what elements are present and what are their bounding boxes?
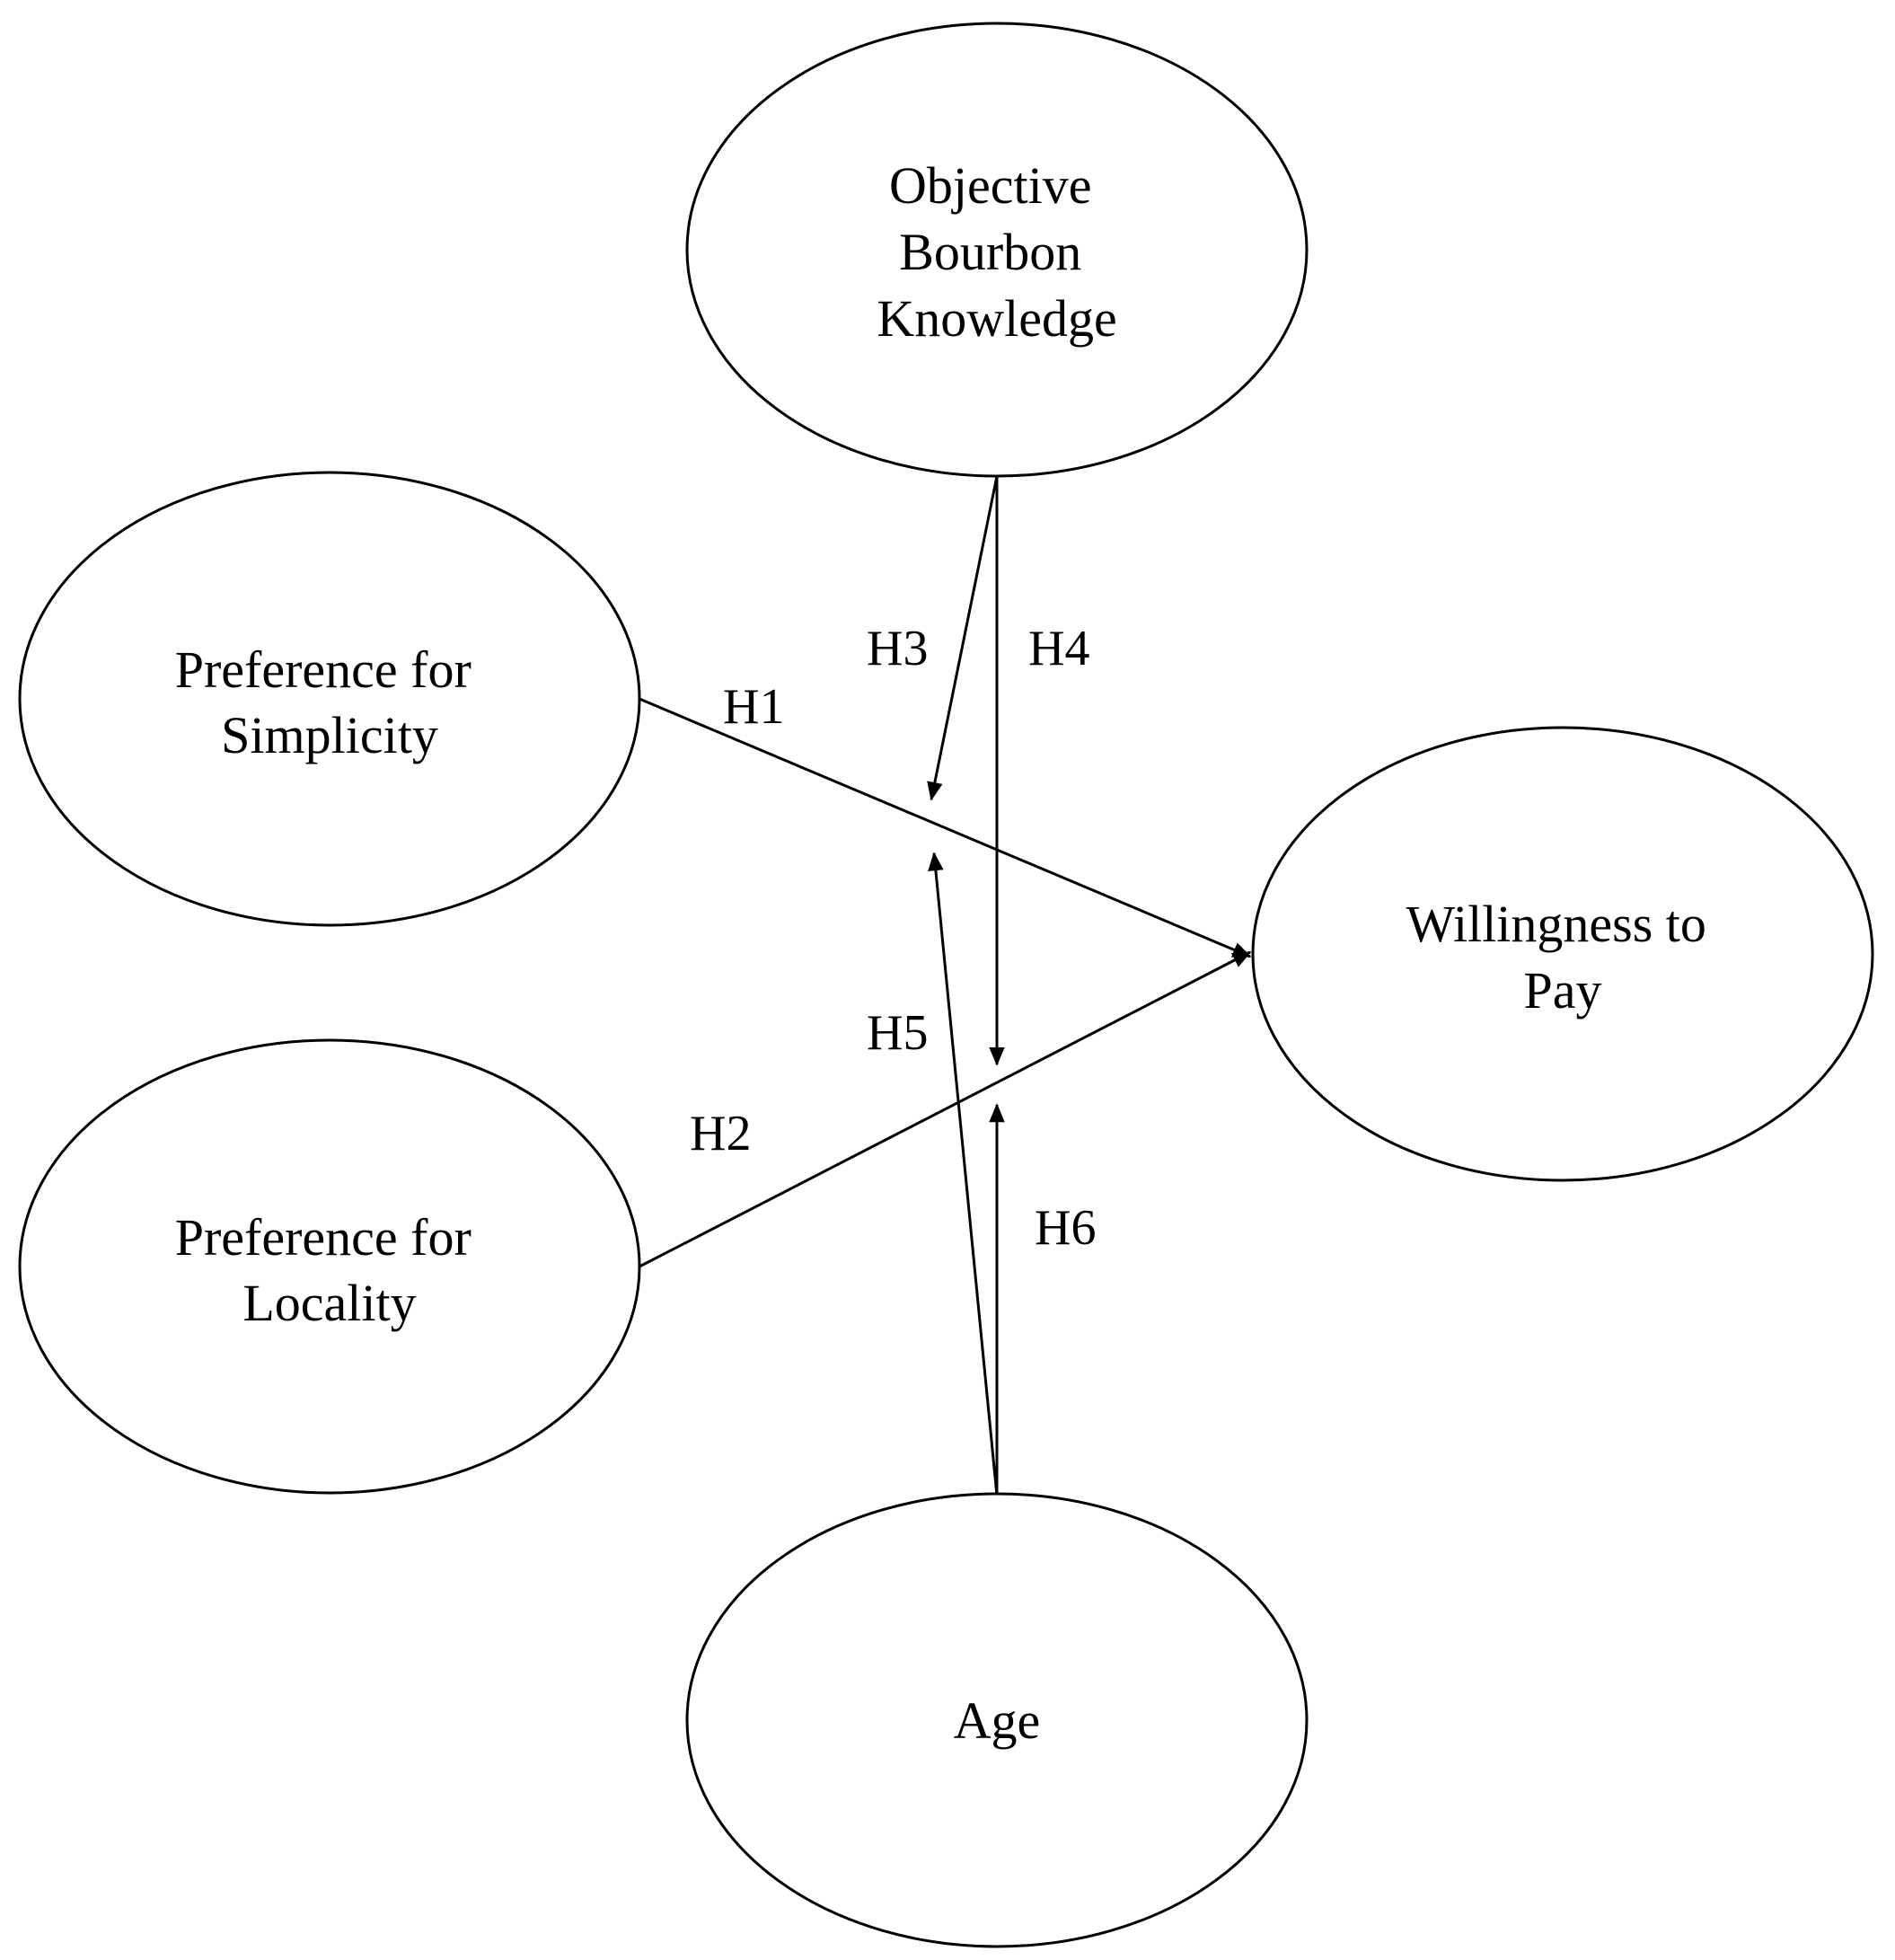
svg-text:Objective Bourbon: Objective Bourbon Knowledge — [877, 156, 1116, 348]
node-age: Age — [685, 1492, 1309, 1948]
node-wtp-line-2: Pay — [1524, 961, 1602, 1020]
svg-text:Willingness to Pay: Willingness to Pay — [1406, 895, 1720, 1020]
node-willingness-to-pay: Willingness to Pay — [1251, 726, 1874, 1182]
edge-h5 — [928, 852, 999, 1496]
label-h1: H1 — [723, 679, 784, 735]
node-locality-line-2: Locality — [242, 1274, 416, 1332]
edge-h1 — [639, 697, 1252, 958]
label-h5: H5 — [867, 1005, 928, 1061]
node-knowledge-line-1: Objective — [889, 156, 1091, 215]
node-knowledge-line-2: Bourbon — [899, 223, 1081, 281]
svg-text:Age: Age — [954, 1691, 1041, 1750]
node-simplicity-line-1: Preference for — [175, 640, 472, 699]
node-age-line-1: Age — [954, 1691, 1041, 1750]
node-locality-line-1: Preference for — [175, 1208, 472, 1267]
node-knowledge-line-3: Knowledge — [877, 289, 1116, 348]
label-h3: H3 — [867, 621, 928, 676]
label-h2: H2 — [690, 1106, 751, 1161]
node-simplicity-line-2: Simplicity — [221, 706, 438, 764]
label-h4: H4 — [1028, 621, 1089, 676]
edge-h2 — [639, 950, 1252, 1268]
svg-text:Preference for Locality: Preference for Locality — [175, 1208, 485, 1332]
node-objective-bourbon-knowledge: Objective Bourbon Knowledge — [685, 22, 1309, 478]
svg-text:Preference for Simplicit: Preference for Simplicity — [175, 640, 485, 764]
label-h6: H6 — [1035, 1200, 1096, 1256]
edge-h3 — [927, 475, 999, 801]
node-wtp-line-1: Willingness to — [1406, 895, 1706, 953]
node-preference-for-simplicity: Preference for Simplicity — [18, 471, 641, 927]
node-preference-for-locality: Preference for Locality — [18, 1038, 641, 1495]
